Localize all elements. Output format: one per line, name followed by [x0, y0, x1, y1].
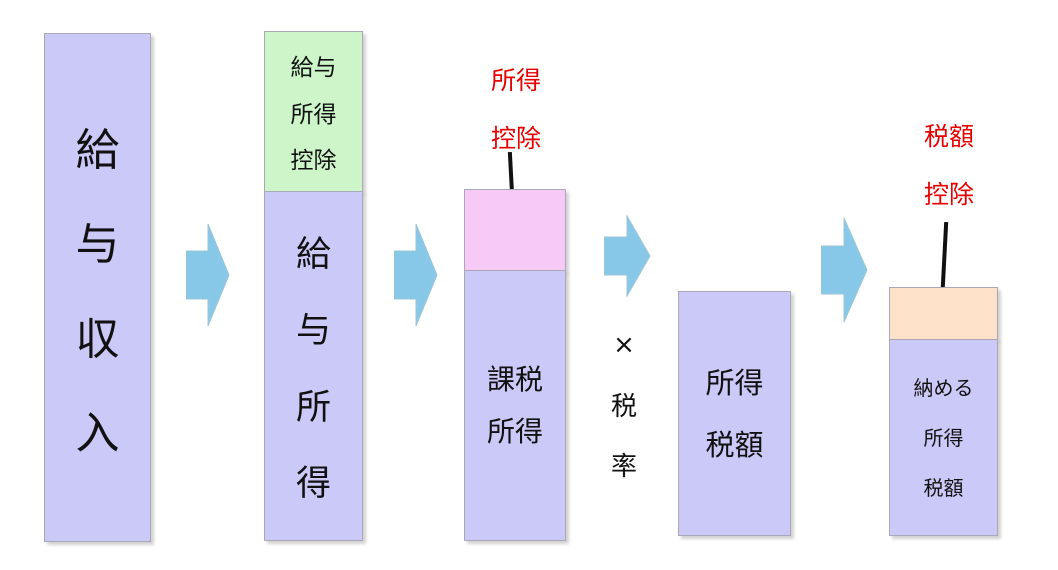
salary-income-char: 得	[295, 464, 331, 505]
salary-income-char: 収	[75, 313, 120, 365]
payable-tax-line: 納める	[913, 375, 974, 400]
salary-income-char: 給	[75, 125, 120, 177]
tax-credit-box	[889, 287, 998, 340]
salary-income-box-2: 給 与 所 得	[264, 191, 363, 541]
taxable-income-line: 所得	[486, 414, 543, 448]
taxable-income-box: 課税 所得	[464, 270, 566, 541]
right-arrow-icon	[821, 217, 868, 323]
right-arrow-icon	[604, 214, 651, 298]
salary-income-deduction-box: 給与 所得 控除	[264, 31, 363, 192]
salary-income-box: 給 与 収 入	[44, 33, 151, 542]
income-deduction-box	[464, 189, 566, 271]
payable-income-tax-box: 納める 所得 税額	[889, 339, 998, 536]
tax-credit-label: 税額 控除	[923, 122, 974, 209]
payable-tax-line: 税額	[923, 475, 964, 500]
income-tax-line: 所得	[705, 365, 764, 400]
salary-income-char: 所	[295, 387, 331, 428]
multiply-symbol: ×	[613, 330, 635, 360]
tax-rate-char: 税	[610, 392, 637, 422]
right-arrow-icon	[394, 223, 438, 327]
income-deduction-label: 所得 控除	[490, 66, 541, 153]
deduction-line: 給与	[290, 55, 337, 82]
income-tax-box: 所得 税額	[678, 291, 791, 536]
salary-income-char: 与	[295, 311, 331, 352]
right-arrow-icon	[186, 223, 230, 327]
payable-tax-line: 所得	[923, 425, 964, 450]
tax-rate-char: 率	[610, 452, 637, 482]
deduction-line: 控除	[290, 147, 337, 174]
salary-income-char: 与	[75, 219, 120, 271]
deduction-line: 所得	[290, 101, 337, 128]
taxable-income-line: 課税	[486, 362, 543, 396]
salary-income-char: 入	[75, 407, 120, 459]
salary-income-char: 給	[295, 234, 331, 275]
income-tax-line: 税額	[705, 427, 764, 462]
